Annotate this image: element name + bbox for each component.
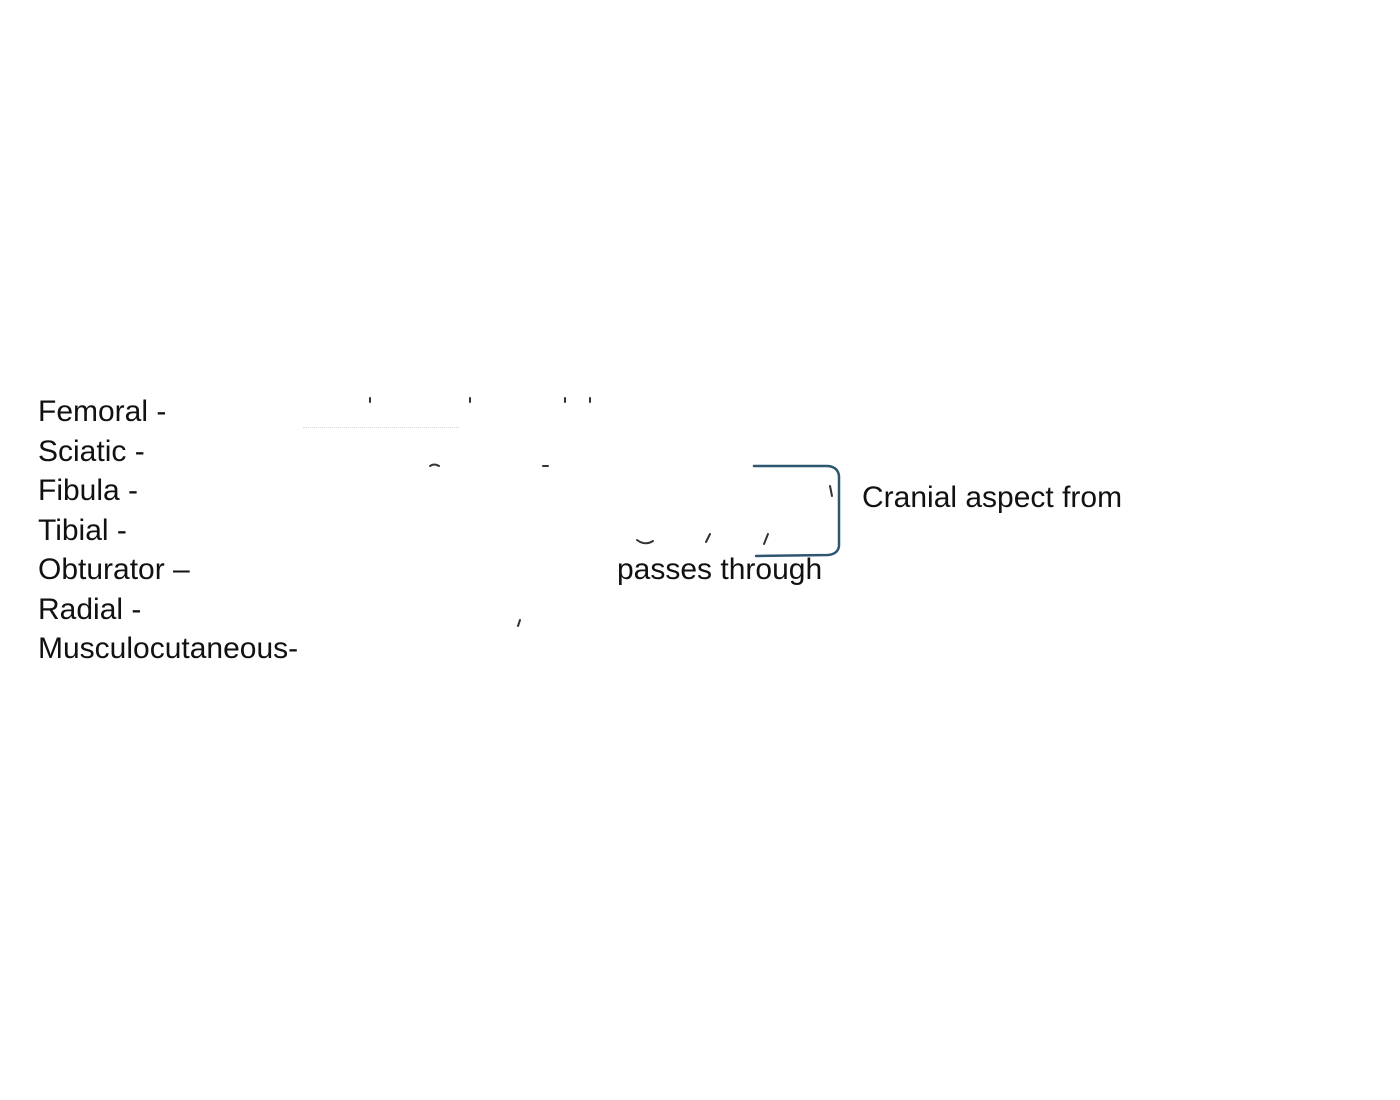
faint-dotted-rule (303, 427, 459, 428)
nerve-list: Femoral - Sciatic - Fibula - Tibial - Ob… (38, 392, 298, 669)
nerve-label-tibial: Tibial - (38, 513, 127, 547)
bracket-path (752, 464, 841, 558)
nerve-label-fibula: Fibula - (38, 474, 139, 507)
nerve-label-sciatic: Sciatic - (38, 434, 145, 468)
nerve-label-musculocutaneous: Musculocutaneous- (38, 632, 299, 665)
note-cranial-aspect: Cranial aspect from (862, 481, 1123, 514)
nerve-label-obturator: Obturator – (38, 553, 190, 586)
right-brace-bracket (752, 464, 841, 558)
nerve-label-radial: Radial - (38, 592, 142, 626)
nerve-label-femoral: Femoral - (38, 395, 167, 428)
note-passes-through: passes through (617, 553, 823, 586)
